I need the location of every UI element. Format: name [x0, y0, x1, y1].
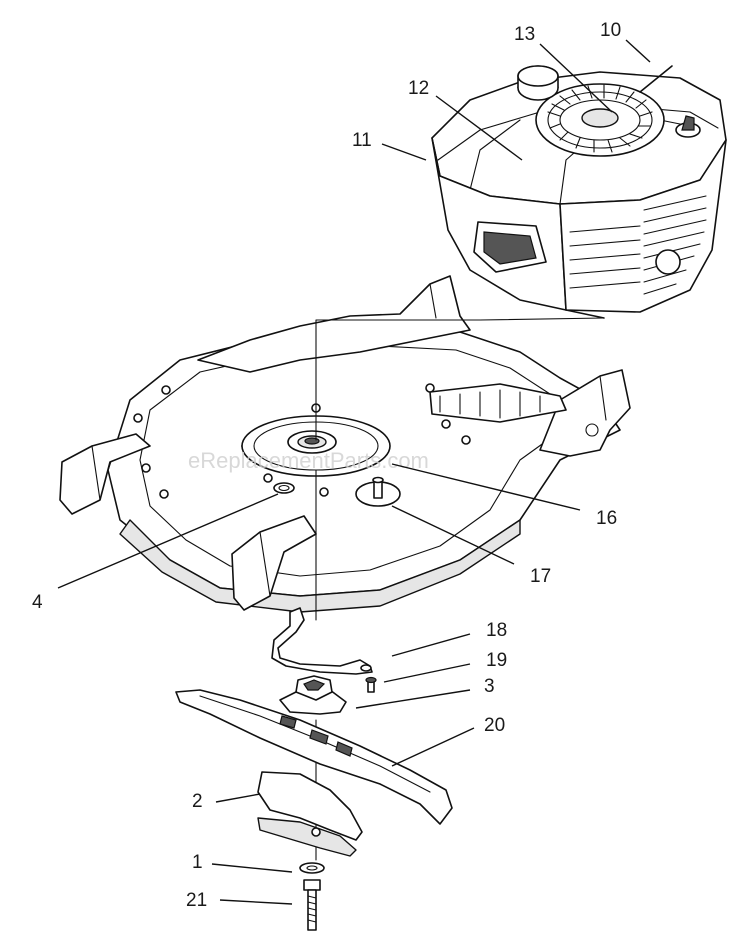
callout-19: 19: [486, 650, 507, 671]
mower-deck: [59, 275, 631, 613]
callout-18: 18: [486, 620, 507, 641]
leader-lines: [57, 39, 651, 905]
callout-4: 4: [32, 592, 43, 613]
callout-2: 2: [192, 791, 203, 812]
callout-20: 20: [484, 715, 505, 736]
callout-11: 11: [352, 130, 372, 151]
callout-13: 13: [514, 24, 535, 45]
callout-17: 17: [530, 566, 551, 587]
callout-21: 21: [186, 890, 207, 911]
watermark-text: eReplacementParts.com: [188, 448, 429, 473]
callout-10: 10: [600, 20, 621, 41]
callout-16: 16: [596, 508, 617, 529]
callout-1: 1: [192, 852, 203, 873]
callout-3: 3: [484, 676, 495, 697]
callout-labels: 10 13 12 11 16 17 4 18 19 3 20 2 1 21: [32, 20, 621, 911]
callout-12: 12: [408, 78, 429, 99]
engine: [431, 65, 727, 319]
blade-parts: [175, 607, 453, 931]
